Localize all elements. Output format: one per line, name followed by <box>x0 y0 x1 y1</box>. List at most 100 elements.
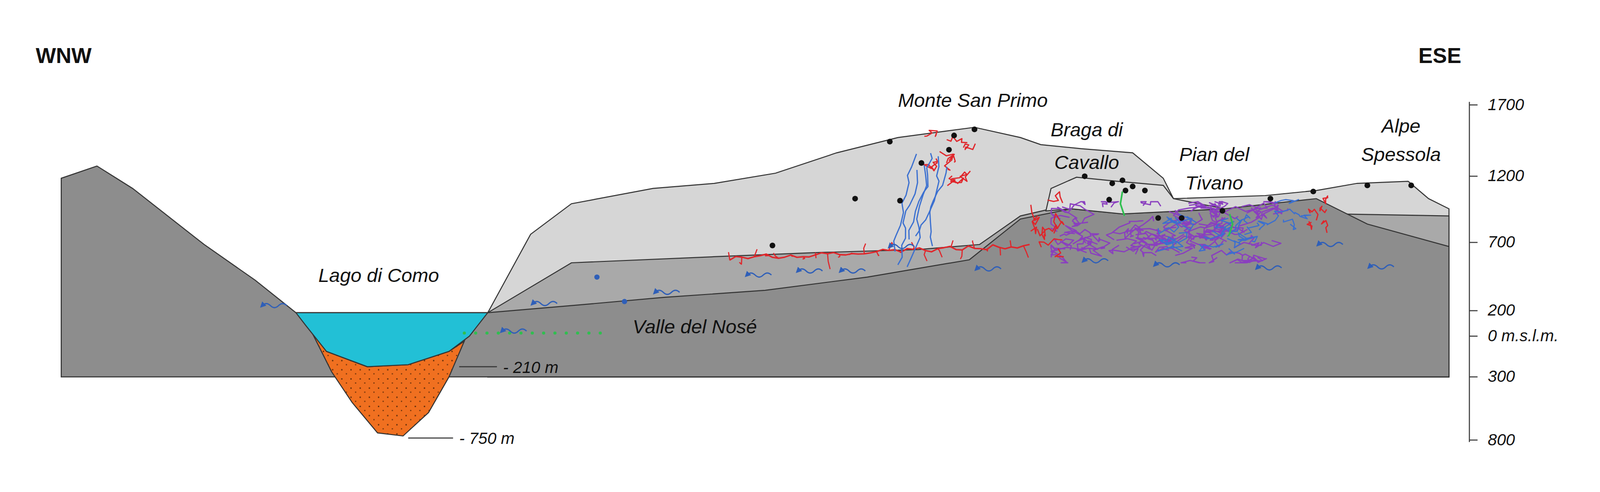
leader-line <box>408 437 454 439</box>
axis-value: 200 <box>1487 300 1515 321</box>
cave-passage <box>739 257 742 265</box>
cave-entrance <box>1081 173 1088 179</box>
cave-passage <box>960 250 963 260</box>
cave-entrance <box>896 198 903 204</box>
cave-passage <box>900 251 902 254</box>
cave-passage <box>1031 205 1040 225</box>
cave-passage <box>946 136 968 143</box>
cave-passage <box>815 253 817 259</box>
cave-passage <box>1307 221 1312 230</box>
cave-entrances <box>594 126 1415 305</box>
cave-passage <box>773 253 779 259</box>
cave-entrance <box>769 242 776 249</box>
cave-passage <box>1266 209 1295 226</box>
cave-passage <box>1134 216 1154 232</box>
cave-passage <box>1214 201 1238 219</box>
lake-name: Lago di Como <box>318 264 440 289</box>
valley-name: Valle del Nosé <box>632 315 757 340</box>
cave-entrance <box>1364 182 1371 189</box>
cave-passage <box>1251 240 1281 248</box>
drawing-part <box>1469 335 1478 337</box>
cave-passage <box>1136 231 1158 239</box>
cave-passage <box>753 249 757 257</box>
flow-arrow <box>532 301 557 306</box>
cave-passage <box>1009 240 1011 248</box>
flow-arrow <box>1083 258 1109 264</box>
cave-passage <box>986 248 988 252</box>
place-name: Alpe Spessola <box>1355 112 1448 170</box>
cave-passage <box>1236 214 1251 224</box>
cave-passage <box>1101 201 1119 208</box>
cave-entrance <box>1219 208 1226 214</box>
cave-passage <box>1320 206 1327 213</box>
cave-passage <box>1055 248 1064 257</box>
cave-passage <box>946 154 956 164</box>
cave-passage <box>765 254 769 256</box>
flow-arrow <box>797 269 823 274</box>
cave-passage <box>827 253 830 270</box>
cave-passage <box>1228 213 1233 237</box>
cave-passage <box>802 256 805 260</box>
spring-point <box>621 298 627 305</box>
cave-passage <box>1238 233 1256 243</box>
cave-passage <box>893 154 917 252</box>
cave-passage <box>863 243 866 255</box>
cave-passage <box>1057 201 1086 214</box>
cave-passage <box>1059 225 1086 241</box>
cave-entrance <box>887 138 893 145</box>
cave-passage <box>1244 222 1259 235</box>
cave-passage <box>1090 234 1101 242</box>
cave-entrance <box>971 126 978 133</box>
cave-passage <box>1254 205 1279 220</box>
cave-passage <box>888 242 893 251</box>
cave-entrance <box>945 147 952 153</box>
cave-passage <box>838 255 840 258</box>
drawing-part <box>1468 101 1470 443</box>
cave-passage <box>1322 196 1329 205</box>
cave-passage <box>1023 246 1029 258</box>
flow-arrow <box>654 290 680 295</box>
cave-passage <box>972 240 975 249</box>
cave-passage <box>1241 204 1288 212</box>
flow-arrow <box>1155 263 1180 268</box>
cave-passage <box>1210 210 1222 223</box>
cave-passage <box>1180 257 1205 264</box>
cave-passage <box>1274 199 1299 204</box>
water-flow <box>262 242 1394 334</box>
cave-passage <box>1038 239 1063 248</box>
cave-passage <box>998 247 1001 256</box>
cave-entrance <box>852 195 858 202</box>
depth-label: - 750 m <box>459 429 515 449</box>
bedrock <box>61 166 1450 378</box>
cave-entrance <box>1178 215 1185 221</box>
cave-passage <box>848 253 853 255</box>
cave-passage <box>876 251 880 256</box>
axis-value: 800 <box>1487 430 1515 450</box>
cave-passage <box>924 130 938 137</box>
cave-passage <box>1203 230 1225 240</box>
flow-arrow <box>889 244 915 249</box>
cave-entrance <box>1155 215 1161 221</box>
drawing-part <box>1469 241 1478 243</box>
flow-arrow <box>976 267 1001 272</box>
leader-line <box>459 366 498 368</box>
spring-point <box>594 274 600 280</box>
cave-entrance <box>1122 187 1129 194</box>
cave-passage <box>1182 216 1197 231</box>
drawing-part <box>1469 376 1478 378</box>
cave-entrance <box>1106 197 1112 203</box>
elevation-axis <box>1469 101 1478 443</box>
direction-label: ESE <box>1418 42 1462 69</box>
place-name: Monte San Primo <box>897 89 1048 114</box>
cave-passage <box>1072 218 1081 227</box>
depth-label: - 210 m <box>503 357 559 378</box>
cave-passage <box>1188 203 1206 210</box>
cave-entrance <box>1142 187 1148 194</box>
cave-passage <box>1133 237 1158 246</box>
cave-passage <box>790 255 793 257</box>
cave-passage <box>1062 204 1095 224</box>
cave-passage <box>1053 213 1065 229</box>
cave-passage <box>1308 209 1318 221</box>
